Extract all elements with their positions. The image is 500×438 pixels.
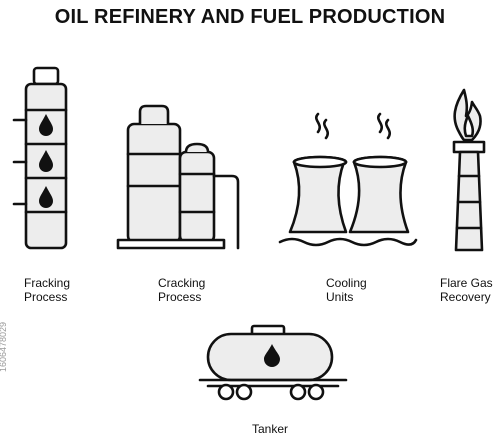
cooling-towers-icon [278,112,418,247]
fracking-process-label: Fracking Process [24,276,71,304]
page-title: OIL REFINERY AND FUEL PRODUCTION [54,6,446,28]
fracking-tower-icon [12,66,68,250]
tanker-wagon-icon [198,324,348,401]
cracking-process-label: Cracking Process [158,276,206,304]
tanker-label: Tanker [252,422,289,436]
flare-stack-icon [452,88,486,252]
cooling-units-label: Cooling Units [326,276,367,304]
cracking-plant-icon [116,104,240,250]
flare-gas-recovery-label: Flare Gas Recovery [440,276,493,304]
stock-watermark-id: 1606478029 [0,321,8,372]
